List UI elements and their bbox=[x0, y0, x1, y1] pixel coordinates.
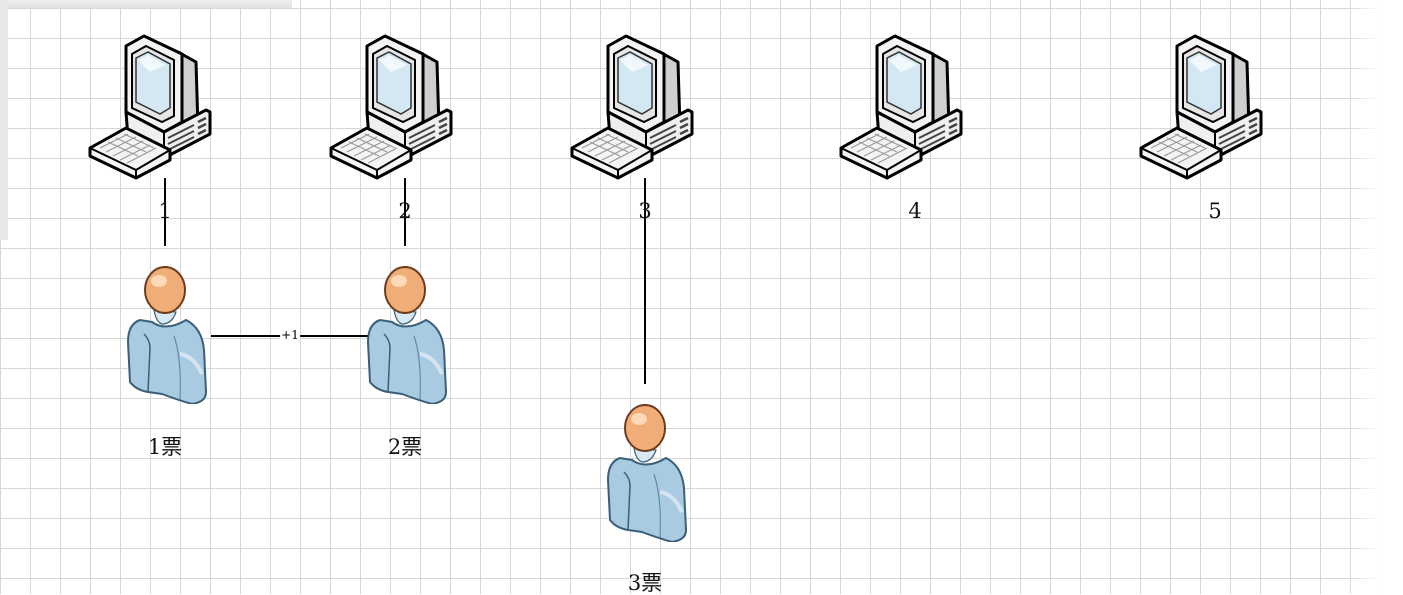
user-label-1: 1票 bbox=[147, 435, 183, 459]
computer-label-3: 3 bbox=[638, 199, 652, 223]
connector-computer1-user1 bbox=[164, 178, 166, 246]
computer-icon bbox=[568, 32, 728, 192]
computer-icon bbox=[1137, 32, 1297, 192]
computer-icon bbox=[837, 32, 997, 192]
connector-computer3-user3 bbox=[644, 178, 646, 384]
computer-label-2: 2 bbox=[398, 199, 412, 223]
ghost-side-strip bbox=[0, 0, 8, 240]
user-icon bbox=[122, 264, 212, 404]
computer-label-1: 1 bbox=[158, 199, 172, 223]
computer-icon bbox=[86, 32, 246, 192]
user-label-3: 3票 bbox=[627, 571, 663, 595]
connector-label-plus-one: +1 bbox=[280, 328, 300, 342]
user-icon bbox=[362, 264, 452, 404]
connector-computer2-user2 bbox=[404, 178, 406, 246]
ghost-toolbar-strip bbox=[0, 0, 292, 8]
canvas-edge-fade bbox=[1348, 0, 1403, 594]
computer-label-4: 4 bbox=[908, 199, 922, 223]
computer-label-5: 5 bbox=[1208, 199, 1222, 223]
user-label-2: 2票 bbox=[387, 435, 423, 459]
computer-icon bbox=[327, 32, 487, 192]
user-icon bbox=[602, 402, 692, 542]
